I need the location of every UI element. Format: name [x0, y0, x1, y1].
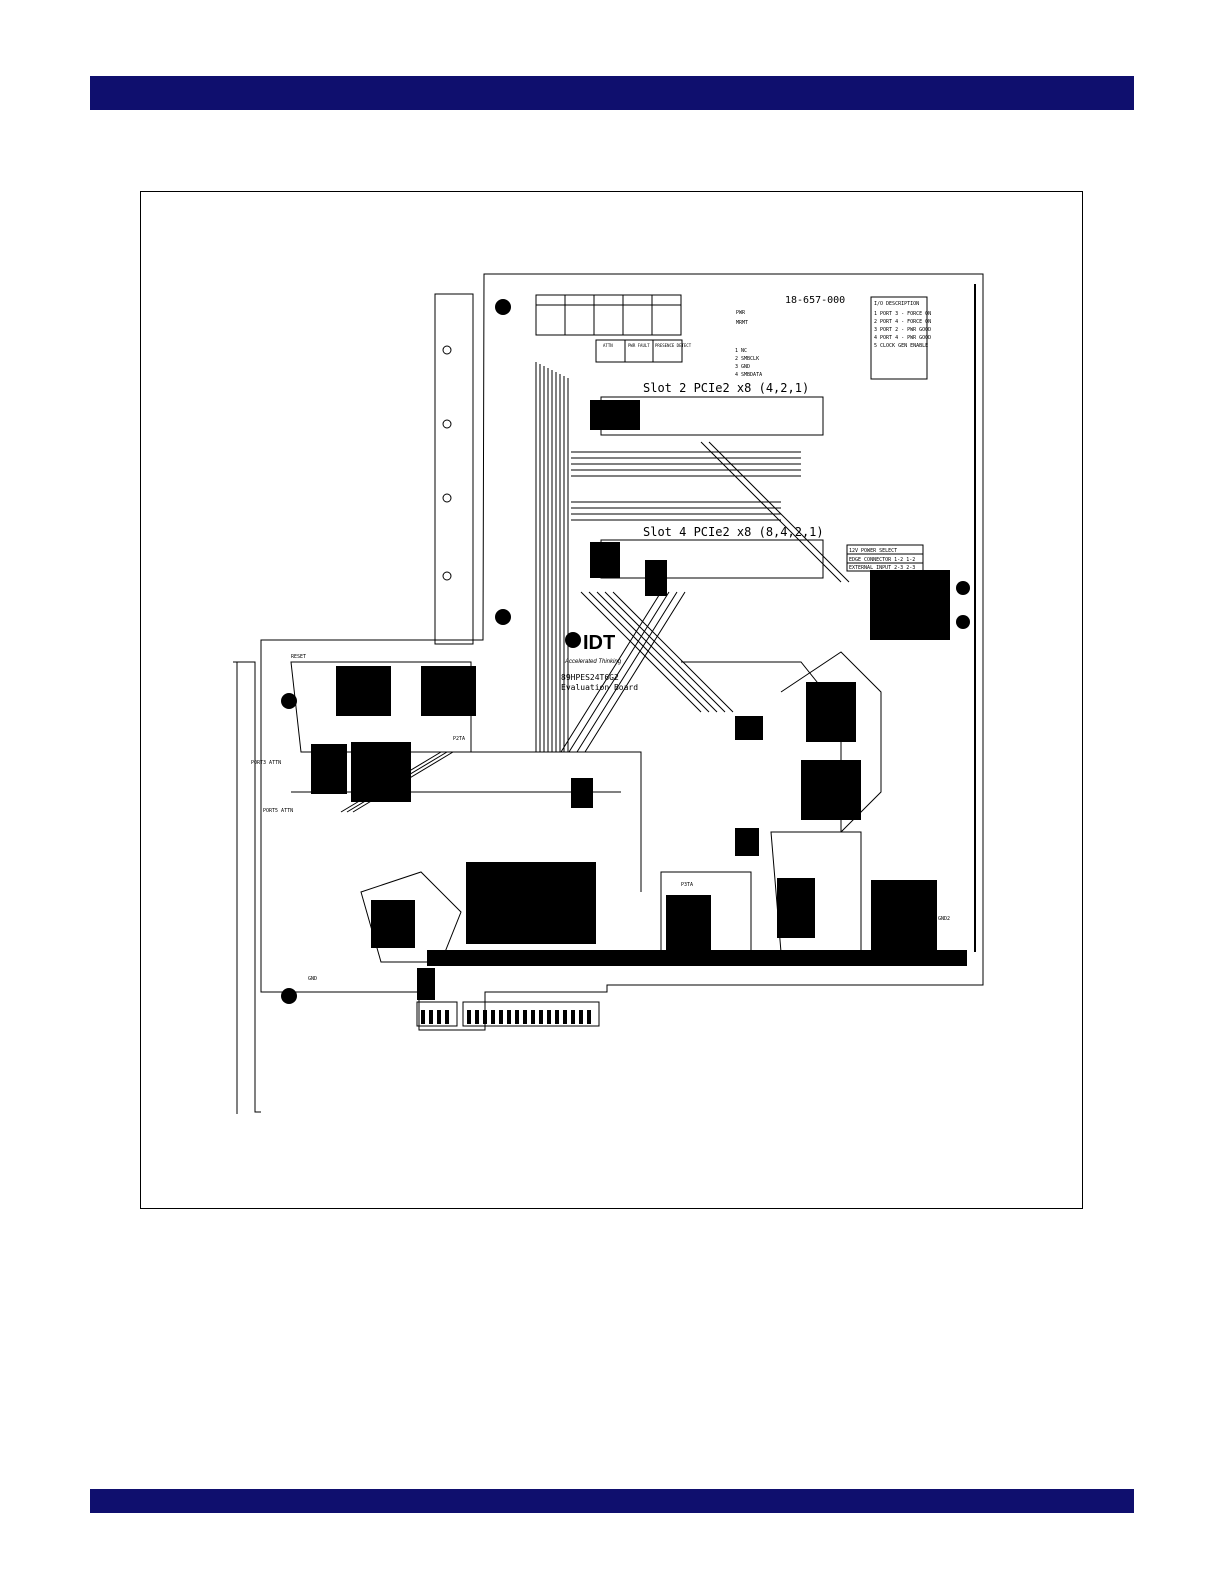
status-label: PWR FAULT [628, 343, 650, 348]
eval-board-label: Evaluation Board [561, 683, 638, 692]
io-desc-row: 1 PORT 3 - FORCE ON [874, 311, 931, 317]
status-label: PRESENCE DETECT [655, 343, 692, 348]
jumper-label: 3 GND [735, 364, 750, 370]
tagline: Accelerated Thinking [564, 659, 622, 665]
port5-attn-label: PORT5 ATTN [263, 808, 293, 814]
part-number-label: 18-657-000 [785, 295, 845, 306]
mrmt-label: MRMT [736, 320, 748, 326]
port-attn-label: PORT3 ATTN [251, 760, 281, 766]
figure-frame: 18-657-000 Slot 2 PCIe2 x8 (4,2,1) Slot … [140, 191, 1083, 1209]
jumper-label: 2 SMBCLK [735, 356, 759, 362]
device-label: 89HPES24T6G2 [561, 673, 619, 682]
io-desc-row: 3 PORT 2 - PWR GOOD [874, 327, 931, 333]
pcb-layout-drawing: 18-657-000 Slot 2 PCIe2 x8 (4,2,1) Slot … [233, 273, 984, 1114]
pwr-label: PWR [736, 310, 746, 316]
power-select-title: 12V POWER SELECT [849, 548, 897, 554]
gnd2-label: GND2 [938, 916, 950, 922]
p2ta-label: P2TA [453, 736, 465, 742]
p3ta-label: P3TA [681, 882, 693, 888]
io-desc-row: 2 PORT 4 - FORCE ON [874, 319, 931, 325]
power-select-row: EDGE CONNECTOR 1-2 1-2 [849, 557, 915, 563]
jumper-label: 4 SMBDATA [735, 372, 762, 378]
jumper-label: 1 NC [735, 348, 747, 354]
io-desc-row: 5 CLOCK GEN ENABLE [874, 343, 928, 349]
gnd-label: GND [308, 976, 317, 982]
slot4-label: Slot 4 PCIe2 x8 (8,4,2,1) [643, 525, 824, 539]
status-label: ATTN [603, 343, 613, 348]
io-desc-row: 4 PORT 4 - PWR GOOD [874, 335, 931, 341]
slot2-label: Slot 2 PCIe2 x8 (4,2,1) [643, 381, 809, 395]
svg-text:IDT: IDT [583, 632, 615, 654]
io-desc-title: I/O DESCRIPTION [874, 301, 919, 307]
reset-label: RESET [291, 654, 306, 660]
header-bar [90, 76, 1134, 110]
power-select-row: EXTERNAL INPUT 2-3 2-3 [849, 565, 915, 571]
footer-bar [90, 1489, 1134, 1513]
idt-logo: IDT Accelerated Thinking [564, 632, 622, 665]
